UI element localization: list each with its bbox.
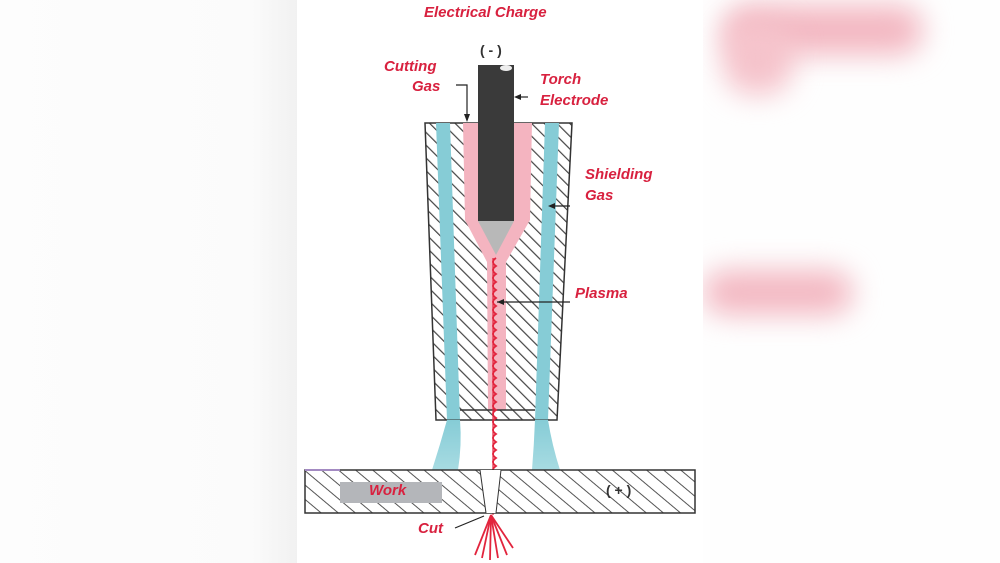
cut-label: Cut bbox=[418, 520, 443, 537]
torch-electrode bbox=[478, 65, 514, 221]
cut-sparks bbox=[474, 514, 514, 561]
negative-terminal-label: ( - ) bbox=[480, 42, 502, 58]
work-label-box bbox=[340, 482, 442, 503]
plasma-label: Plasma bbox=[575, 285, 628, 302]
shielding-gas-jet-right bbox=[532, 420, 560, 470]
positive-terminal-label: ( + ) bbox=[606, 482, 632, 498]
blurred-pink-shape bbox=[723, 20, 793, 95]
shielding-gas-channel-left bbox=[436, 123, 460, 420]
left-background bbox=[0, 0, 297, 563]
electrode-tip bbox=[478, 221, 514, 255]
shielding-gas-channel-right bbox=[535, 123, 559, 420]
cutting-gas-leader bbox=[456, 84, 468, 120]
torch-electrode-label-line1: Torch bbox=[540, 71, 582, 88]
diagram-title: Electrical Charge bbox=[424, 4, 547, 21]
cutting-gas-label-line1: Cutting bbox=[384, 58, 437, 75]
shielding-gas-label-line2: Gas bbox=[585, 187, 614, 204]
shielding-gas-label-line1: Shielding bbox=[585, 166, 653, 183]
shielding-gas-jet-left bbox=[432, 420, 461, 470]
work-label: Work bbox=[369, 482, 407, 499]
blurred-pink-shape bbox=[703, 270, 853, 315]
cutting-gas-label-line2: Gas bbox=[412, 78, 441, 95]
torch-electrode-label-line2: Electrode bbox=[540, 92, 609, 109]
right-blurred-background bbox=[703, 0, 1000, 563]
cut-leader bbox=[454, 515, 485, 529]
cut-kerf bbox=[480, 470, 501, 513]
